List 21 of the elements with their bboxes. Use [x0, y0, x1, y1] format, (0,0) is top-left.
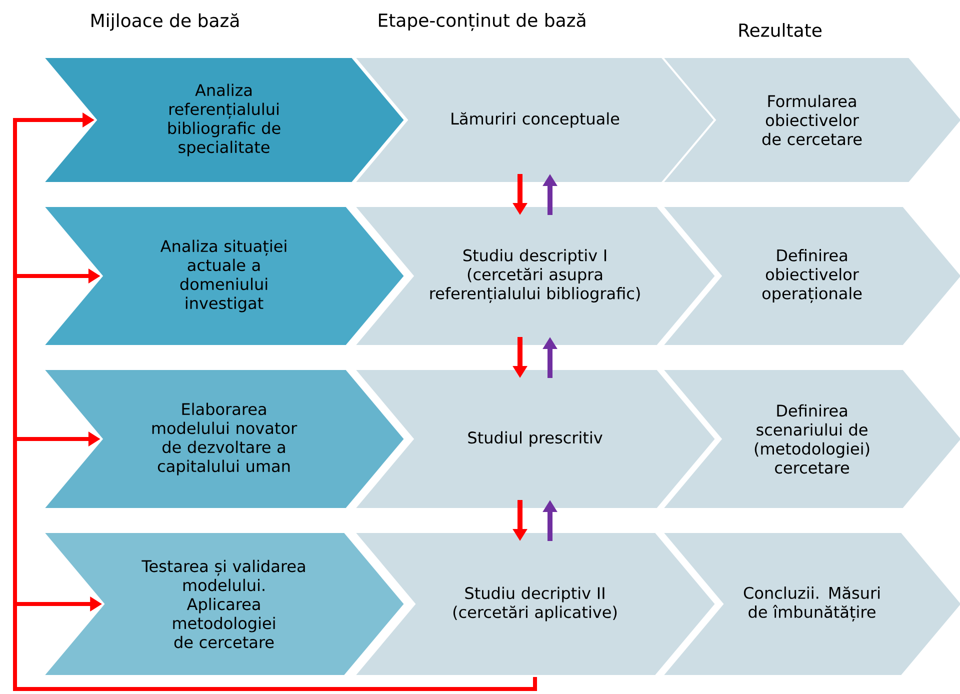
chevron-box: Definirea obiectivelor operaționale — [660, 205, 960, 347]
column-heading: Mijloace de bază — [92, 13, 239, 31]
node-label: Definirea obiectivelor operaționale — [762, 249, 862, 304]
chevron-box: Concluzii. Măsuri de îmbunătățire — [660, 531, 960, 677]
chevron-box: Formularea obiectivelor de cercetare — [660, 56, 960, 184]
chevron-box: Testarea și validarea modelului. Aplicarea metodologiei de cercetare — [40, 531, 406, 677]
node-label: Studiu decriptiv II (cercetări aplicative) — [453, 586, 617, 622]
node-label: Formularea obiectivelor de cercetare — [762, 94, 862, 146]
node-label: Definirea scenariului de (metodologiei) cercetare — [754, 404, 870, 474]
column-heading: Rezultate — [739, 23, 822, 37]
feedback-line — [13, 120, 537, 691]
chevron-box: Definirea scenariului de (metodologiei) cercetare — [660, 368, 960, 510]
node-label: Concluzii. Măsuri de îmbunătățire — [744, 586, 880, 622]
chevron-box: Lămuriri conceptuale — [352, 56, 718, 184]
chevron-box: Analiza situației actuale a domeniului investigat — [40, 205, 406, 347]
chevron-box: Studiu decriptiv II (cercetări aplicative) — [352, 531, 718, 677]
chevron-box: Studiul prescritiv — [352, 368, 718, 510]
chevron-box: Studiu descriptiv I (cercetări asupra referențialului bibliografic) — [352, 205, 718, 347]
column-heading: Etape-conținut de bază — [379, 12, 586, 32]
chevron-box: Elaborarea modelului novator de dezvoltare a capitalului uman — [40, 368, 406, 510]
chevron-box: Analiza referențialului bibliografic de specialitate — [40, 56, 406, 184]
